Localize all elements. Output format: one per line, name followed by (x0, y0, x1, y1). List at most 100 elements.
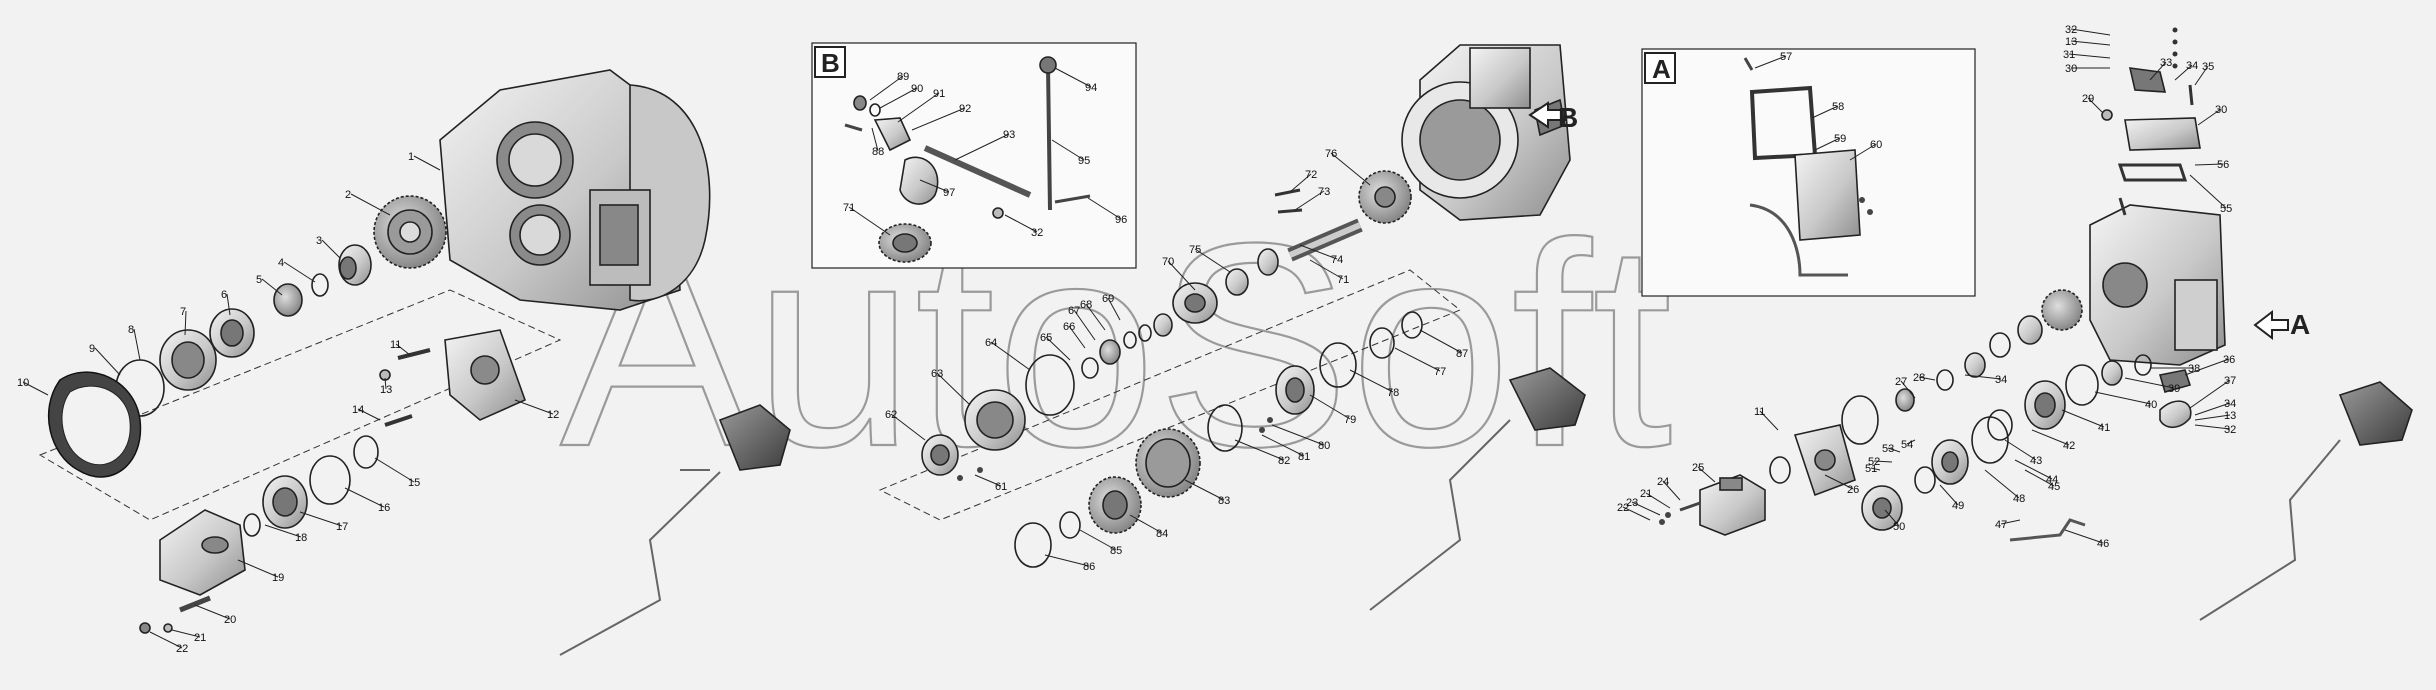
callout-leader (2070, 28, 2111, 36)
callout-leader (1824, 474, 1854, 490)
callout-label: 13 (380, 384, 392, 396)
bearing-part-8 (159, 329, 217, 391)
callout-label: 23 (1626, 497, 1638, 509)
callout-label: 85 (1110, 545, 1122, 557)
callout-leader (1044, 554, 1090, 567)
callout-label: 2 (345, 189, 351, 201)
callout-label: 6 (221, 289, 227, 301)
callout-leader (2189, 174, 2227, 209)
callout-leader (2194, 402, 2231, 416)
gear-part-2 (373, 195, 447, 269)
bolts-87 (957, 467, 983, 481)
callout-label: 71 (843, 202, 855, 214)
callout-label: 11 (390, 339, 401, 351)
callout-leader (2184, 358, 2230, 376)
callout-label: 63 (931, 368, 943, 380)
callout-leader (1073, 309, 1096, 341)
callout-leader (1918, 376, 1936, 381)
callout-label: 32 (2224, 424, 2236, 436)
callout-leader (1662, 480, 1681, 501)
callout-label: 42 (2063, 440, 2075, 452)
callout-leader (890, 413, 926, 441)
callout-label: 24 (1657, 476, 1669, 488)
callout-leader (2194, 65, 2209, 86)
callout-leader (1906, 439, 1916, 445)
callout-label: 65 (1040, 332, 1052, 344)
callout-leader (1309, 259, 1344, 280)
callout-label: 71 (1337, 274, 1349, 286)
callout-label: 27 (1895, 376, 1907, 388)
gasket-part-10 (47, 371, 142, 478)
callout-leader (1645, 492, 1671, 509)
callout-leader (1045, 336, 1071, 361)
callout-label: 52 (1868, 456, 1880, 468)
callout-leader (226, 293, 231, 316)
callout-leader (1884, 509, 1900, 527)
callout-label: 11 (1754, 406, 1765, 418)
callout-leader (2031, 429, 2070, 446)
callout-label: 50 (1893, 521, 1905, 533)
callout-label: 95 (1078, 155, 1090, 167)
callout-leader (954, 133, 1010, 161)
view-arrow-b: B (1528, 101, 1578, 133)
callout-leader (1759, 410, 1779, 431)
bushing-part-3 (338, 244, 372, 286)
callout-leader (1079, 529, 1117, 551)
callout-leader (2174, 64, 2193, 81)
callout-leader (194, 604, 231, 620)
rings-64-68 (1081, 313, 1173, 379)
callout-label: 94 (1085, 82, 1097, 94)
pipe-part-46 (2009, 518, 2086, 542)
callout-leader (321, 239, 341, 259)
inset-b-frame: B (811, 42, 1137, 269)
callout-leader (974, 474, 1002, 487)
callout-leader (1814, 137, 1841, 151)
top-parts-29-36 (2101, 27, 2201, 182)
callout-label: 38 (2188, 363, 2200, 375)
overview-thumbnail-1 (559, 404, 791, 656)
callout-leader (1054, 67, 1092, 88)
callout-label: 25 (1692, 462, 1704, 474)
callout-label: 46 (2097, 538, 2109, 550)
callout-label: 30 (2065, 63, 2077, 75)
callout-label: 34 (2224, 398, 2236, 410)
callout-label: 89 (897, 71, 909, 83)
callout-label: 58 (1832, 101, 1844, 113)
callout-label: 32 (1031, 227, 1043, 239)
callout-leader (1964, 374, 2002, 380)
callout-label: 88 (872, 146, 884, 158)
callout-label: 26 (1847, 484, 1859, 496)
callout-leader (514, 399, 554, 415)
drum-part-84 (1135, 428, 1201, 498)
callout-leader (2024, 469, 2055, 487)
inset-b-tag: B (821, 48, 840, 78)
callout-label: 18 (295, 532, 307, 544)
callout-leader (2149, 61, 2167, 81)
callout-label: 47 (1995, 519, 2007, 531)
callout-label: 90 (911, 83, 923, 95)
callout-leader (1085, 303, 1106, 331)
callout-label: 53 (1882, 443, 1894, 455)
callout-label: 34 (2186, 60, 2198, 72)
callout-leader (2094, 391, 2152, 405)
callout-label: 81 (1298, 451, 1310, 463)
callout-label: 84 (1156, 528, 1168, 540)
callout-label: 61 (995, 481, 1007, 493)
callout-label: 29 (2082, 93, 2094, 105)
callout-label: 13 (2065, 36, 2077, 48)
callout-leader (184, 310, 187, 336)
inset-a-tag: A (1652, 54, 1671, 84)
callout-leader (384, 377, 387, 390)
callout-label: 59 (1834, 133, 1846, 145)
shaft-parts-20-21-22 (139, 595, 211, 634)
callout-label: 30 (2215, 104, 2227, 116)
group-2-dashed-outline (878, 269, 1461, 521)
callout-leader (395, 343, 411, 356)
callout-leader (2014, 459, 2053, 480)
small-parts-21-24 (1659, 501, 1701, 525)
callout-label: 56 (2217, 159, 2229, 171)
ring-part-4 (311, 273, 329, 297)
callout-leader (1349, 369, 1394, 393)
